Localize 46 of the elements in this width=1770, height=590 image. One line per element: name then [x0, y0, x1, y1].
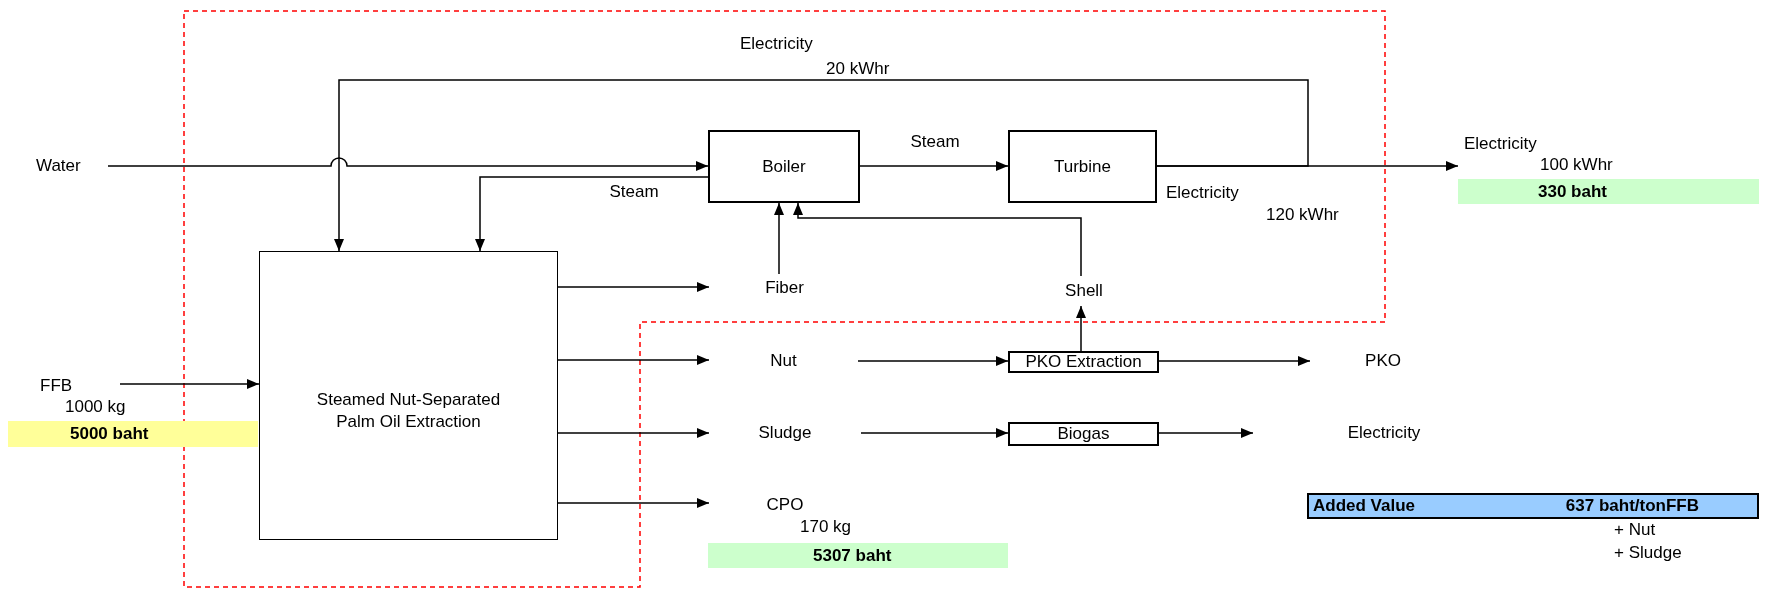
value-bar: 5000 baht: [8, 421, 258, 447]
arrow: [860, 428, 1009, 438]
arrow: [793, 202, 1082, 277]
quantity-label: 100 kWhr: [1540, 154, 1613, 176]
process-box: Steamed Nut-Separated Palm Oil Extraction: [259, 251, 558, 540]
process-box: Turbine: [1008, 130, 1157, 203]
flow-annotation: Electricity: [1166, 182, 1239, 204]
arrow: [1158, 356, 1311, 366]
arrow: [1076, 305, 1086, 352]
flow-annotation: + Sludge: [1614, 542, 1682, 564]
process-box: Biogas: [1008, 422, 1159, 446]
arrow: [557, 428, 710, 438]
arrow: [119, 379, 260, 389]
flow-annotation: 20 kWhr: [826, 58, 890, 80]
flow-annotation: + Nut: [1614, 519, 1656, 541]
arrow: [859, 161, 1009, 171]
flow-annotation: 120 kWhr: [1266, 204, 1339, 226]
arrow: [1158, 428, 1254, 438]
stream-label: Fiber: [765, 277, 804, 299]
process-box: PKO Extraction: [1008, 351, 1159, 373]
stream-label: Electricity: [1347, 422, 1421, 444]
arrow: [774, 202, 784, 275]
value-text: Added Value: [1313, 495, 1416, 517]
stream-label: FFB: [40, 374, 73, 396]
arrow: [557, 498, 710, 508]
arrow: [857, 356, 1009, 366]
arrow: [557, 355, 710, 365]
arrow: [334, 79, 1309, 252]
process-box: Boiler: [708, 130, 860, 203]
stream-label: Sludge: [758, 422, 812, 444]
value-text: 637 baht/tonFFB: [1565, 495, 1699, 517]
added-value-bar: [1307, 493, 1759, 519]
arrow: [475, 176, 709, 252]
flow-annotation: Electricity: [740, 33, 813, 55]
stream-label: CPO: [766, 494, 804, 516]
value-bar: 330 baht: [1458, 179, 1759, 204]
stream-label: PKO: [1365, 350, 1401, 372]
quantity-label: 170 kg: [800, 515, 852, 537]
stream-label: Nut: [770, 350, 797, 372]
stream-label: Shell: [1065, 280, 1103, 302]
quantity-label: 1000 kg: [65, 396, 126, 418]
stream-label: Electricity: [1464, 132, 1537, 154]
value-bar: 5307 baht: [708, 543, 1008, 568]
stream-label: Water: [36, 155, 81, 177]
arrow: [557, 282, 710, 292]
arrow: [107, 157, 709, 171]
